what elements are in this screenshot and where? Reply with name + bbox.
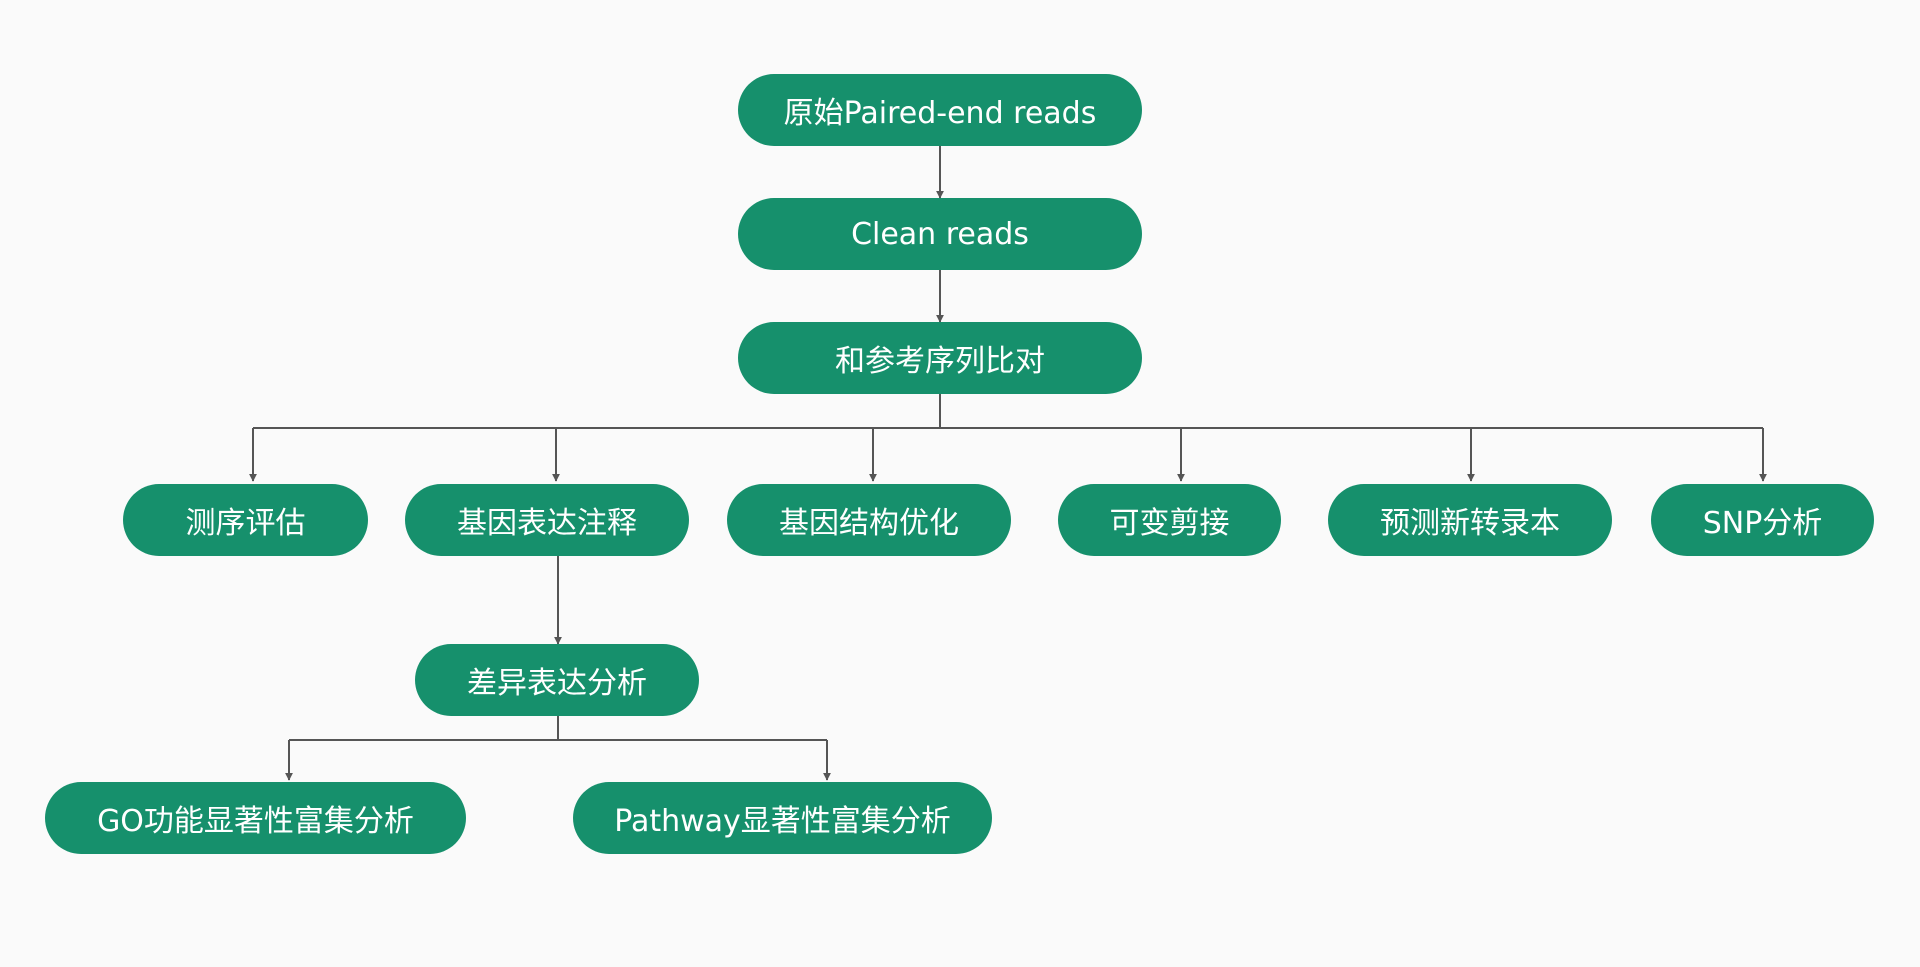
node-gene-expression-annotation-label: 基因表达注释 (457, 506, 637, 541)
node-gene-structure-optimization: 基因结构优化 (727, 484, 1011, 556)
node-clean-reads-label: Clean reads (851, 216, 1029, 252)
node-differential-expression: 差异表达分析 (415, 644, 699, 716)
node-go-enrichment: GO功能显著性富集分析 (45, 782, 466, 854)
node-pathway-enrichment: Pathway显著性富集分析 (573, 782, 992, 854)
node-go-enrichment-label: GO功能显著性富集分析 (97, 804, 414, 839)
node-snp-analysis: SNP分析 (1651, 484, 1874, 556)
node-novel-transcript-prediction-label: 预测新转录本 (1380, 506, 1560, 541)
node-raw-paired-end-reads: 原始Paired-end reads (738, 74, 1142, 146)
node-novel-transcript-prediction: 预测新转录本 (1328, 484, 1612, 556)
node-gene-structure-optimization-label: 基因结构优化 (779, 506, 959, 541)
node-alternative-splicing-label: 可变剪接 (1109, 506, 1230, 541)
node-reference-alignment: 和参考序列比对 (738, 322, 1142, 394)
node-sequencing-evaluation-label: 测序评估 (185, 506, 306, 541)
node-raw-paired-end-reads-label: 原始Paired-end reads (783, 96, 1097, 131)
node-gene-expression-annotation: 基因表达注释 (405, 484, 689, 556)
node-differential-expression-label: 差异表达分析 (467, 666, 647, 701)
node-clean-reads: Clean reads (738, 198, 1142, 270)
node-sequencing-evaluation: 测序评估 (123, 484, 368, 556)
node-pathway-enrichment-label: Pathway显著性富集分析 (614, 804, 951, 839)
node-reference-alignment-label: 和参考序列比对 (835, 344, 1045, 379)
node-snp-analysis-label: SNP分析 (1702, 506, 1823, 541)
node-alternative-splicing: 可变剪接 (1058, 484, 1281, 556)
